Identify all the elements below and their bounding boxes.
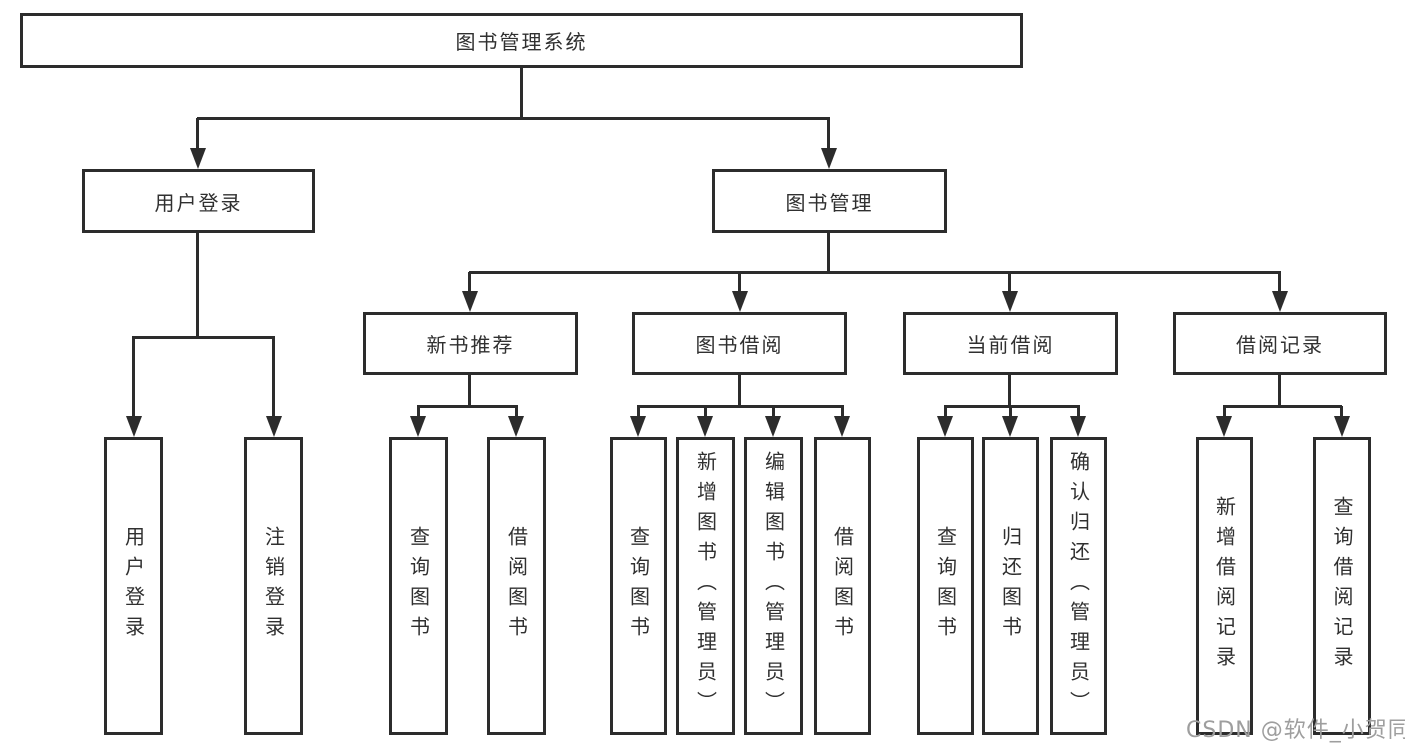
- connector-line: [469, 271, 1281, 274]
- arrow-down-icon: [937, 416, 953, 437]
- connector-line: [704, 406, 707, 420]
- arrow-down-icon: [821, 148, 837, 169]
- leaf-records-query-record-label: 查询借阅记录: [1330, 496, 1354, 676]
- arrow-down-icon: [508, 416, 524, 437]
- connector-line: [841, 406, 844, 420]
- leaf-records-query-record: 查询借阅记录: [1313, 437, 1371, 735]
- connector-line: [772, 406, 775, 420]
- arrow-down-icon: [1272, 291, 1288, 312]
- connector-line: [272, 337, 275, 419]
- leaf-borrow-edit-books: 编辑图书（管理员）: [744, 437, 803, 735]
- leaf-borrow-add-books-label: 新增图书（管理员）: [693, 451, 718, 721]
- leaf-recommend-borrow-books: 借阅图书: [487, 437, 546, 735]
- node-book-management-label: 图书管理: [785, 190, 874, 215]
- leaf-user-login: 用户登录: [104, 437, 163, 735]
- leaf-current-return-books: 归还图书: [982, 437, 1039, 735]
- connector-line: [520, 68, 523, 119]
- node-new-book-recommend-label: 新书推荐: [426, 333, 515, 357]
- arrow-down-icon: [1002, 291, 1018, 312]
- leaf-borrow-query-books: 查询图书: [610, 437, 667, 735]
- connector-line: [1223, 405, 1342, 408]
- connector-line: [827, 118, 830, 151]
- node-borrowing-records-label: 借阅记录: [1236, 333, 1324, 357]
- leaf-current-query-books: 查询图书: [917, 437, 974, 735]
- leaf-borrow-add-books: 新增图书（管理员）: [676, 437, 735, 735]
- connector-line: [417, 405, 518, 408]
- leaf-logout: 注销登录: [244, 437, 303, 735]
- leaf-current-confirm-return-label: 确认归还（管理员）: [1066, 451, 1091, 721]
- node-root-label: 图书管理系统: [455, 30, 588, 54]
- leaf-current-confirm-return: 确认归还（管理员）: [1050, 437, 1107, 735]
- csdn-watermark: CSDN @软件_小贺同学: [1186, 718, 1405, 743]
- connector-line: [637, 406, 640, 420]
- arrow-down-icon: [462, 291, 478, 312]
- node-book-management: 图书管理: [712, 169, 947, 233]
- arrow-down-icon: [1070, 416, 1086, 437]
- connector-line: [944, 405, 1080, 408]
- connector-line: [1009, 406, 1012, 420]
- leaf-recommend-borrow-books-label: 借阅图书: [504, 526, 529, 646]
- arrow-down-icon: [630, 416, 646, 437]
- node-new-book-recommend: 新书推荐: [363, 312, 578, 375]
- node-book-borrowing: 图书借阅: [632, 312, 847, 375]
- connector-line: [196, 233, 199, 338]
- arrow-down-icon: [410, 416, 426, 437]
- leaf-current-return-books-label: 归还图书: [998, 526, 1023, 646]
- leaf-recommend-query-books: 查询图书: [389, 437, 448, 735]
- connector-line: [515, 406, 518, 420]
- arrow-down-icon: [190, 148, 206, 169]
- arrow-down-icon: [1334, 416, 1350, 437]
- node-current-borrowing: 当前借阅: [903, 312, 1118, 375]
- leaf-borrow-query-books-label: 查询图书: [626, 526, 651, 646]
- connector-line: [132, 336, 275, 339]
- arrow-down-icon: [765, 416, 781, 437]
- node-user-login-label: 用户登录: [154, 190, 243, 215]
- leaf-current-query-books-label: 查询图书: [933, 526, 958, 646]
- connector-line: [417, 406, 420, 420]
- arrow-down-icon: [834, 416, 850, 437]
- leaf-recommend-query-books-label: 查询图书: [406, 526, 431, 646]
- connector-line: [468, 375, 471, 407]
- node-current-borrowing-label: 当前借阅: [966, 333, 1055, 357]
- connector-line: [1340, 406, 1343, 420]
- node-book-borrowing-label: 图书借阅: [695, 333, 784, 357]
- connector-line: [1278, 375, 1281, 407]
- connector-line: [1008, 272, 1011, 294]
- connector-line: [827, 233, 830, 274]
- connector-line: [1077, 406, 1080, 420]
- node-root: 图书管理系统: [20, 13, 1023, 68]
- leaf-records-add-record-label: 新增借阅记录: [1212, 496, 1237, 676]
- node-borrowing-records: 借阅记录: [1173, 312, 1387, 375]
- connector-line: [1278, 272, 1281, 294]
- arrow-down-icon: [126, 416, 142, 437]
- connector-line: [944, 406, 947, 420]
- connector-line: [197, 117, 830, 120]
- leaf-records-add-record: 新增借阅记录: [1196, 437, 1253, 735]
- arrow-down-icon: [1002, 416, 1018, 437]
- leaf-borrow-borrow-books-label: 借阅图书: [830, 526, 855, 646]
- connector-line: [1008, 375, 1011, 407]
- arrow-down-icon: [1216, 416, 1232, 437]
- arrow-down-icon: [697, 416, 713, 437]
- connector-line: [196, 118, 199, 151]
- connector-line: [738, 375, 741, 407]
- connector-line: [1223, 406, 1226, 420]
- connector-line: [738, 272, 741, 294]
- leaf-borrow-edit-books-label: 编辑图书（管理员）: [761, 451, 786, 721]
- arrow-down-icon: [732, 291, 748, 312]
- node-user-login: 用户登录: [82, 169, 315, 233]
- arrow-down-icon: [266, 416, 282, 437]
- leaf-user-login-label: 用户登录: [121, 526, 146, 646]
- connector-line: [468, 272, 471, 294]
- connector-line: [132, 337, 135, 419]
- leaf-borrow-borrow-books: 借阅图书: [814, 437, 871, 735]
- connector-line: [637, 405, 844, 408]
- leaf-logout-label: 注销登录: [261, 526, 286, 646]
